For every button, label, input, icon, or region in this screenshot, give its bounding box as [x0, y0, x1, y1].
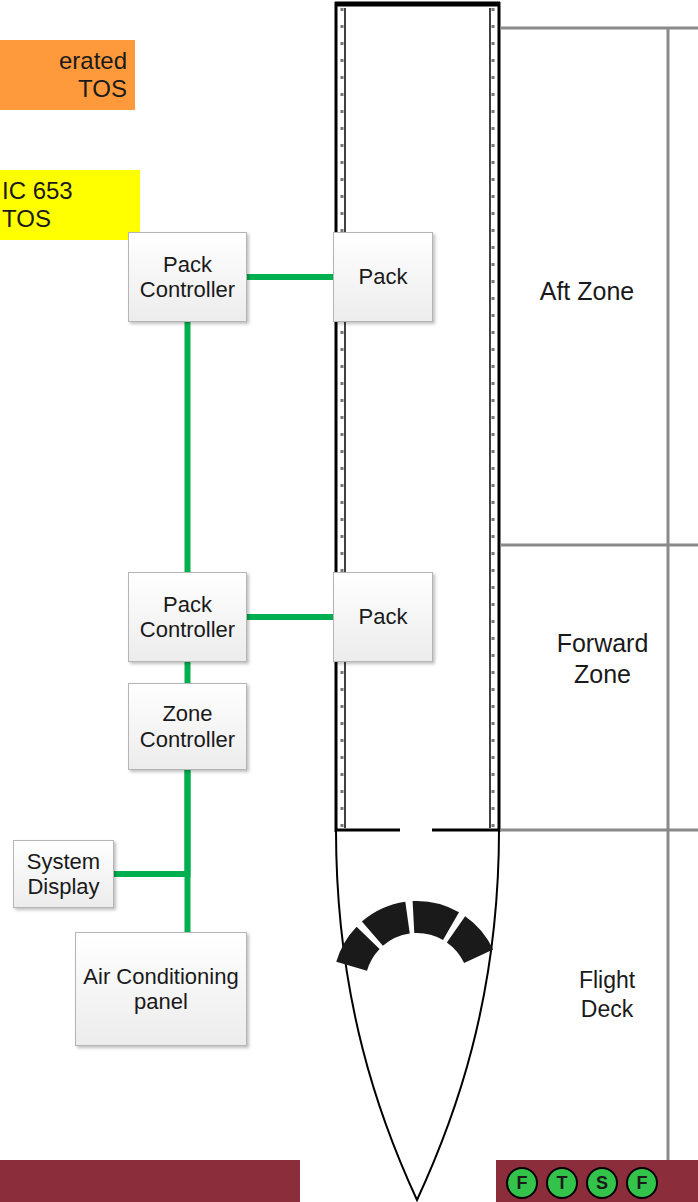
controller-box: Pack Controller [128, 232, 247, 322]
node-text: System Display [14, 849, 113, 900]
zone-label: Aft Zone [512, 276, 662, 307]
cockpit-windows [336, 901, 493, 971]
logo-letter: F [507, 1172, 537, 1195]
node-text: Pack Controller [129, 592, 246, 643]
node-text: Pack [359, 604, 408, 629]
rtos-tag: erated TOS [0, 40, 135, 110]
fuselage-wall [335, 2, 338, 832]
data-bus-line [247, 274, 333, 280]
pack-box: Pack [333, 232, 433, 322]
cockpit-window [413, 901, 459, 940]
display-box: System Display [13, 840, 114, 908]
zone-label: Flight Deck [552, 966, 662, 1024]
data-bus-line [247, 614, 333, 620]
controller-box: Zone Controller [128, 683, 247, 770]
logo-circle [507, 1168, 537, 1198]
cockpit-window [447, 916, 493, 963]
data-bus-line [114, 770, 188, 874]
node-text: IC 653 TOS [2, 177, 84, 232]
node-text: Air Conditioning panel [76, 964, 246, 1015]
cockpit-window [362, 902, 410, 946]
window-row [341, 8, 344, 828]
flight-deck-bulkhead [336, 829, 400, 832]
logo-circle [547, 1168, 577, 1198]
fuselage-top [335, 2, 500, 7]
fuselage-wall [498, 2, 501, 832]
zone-tick [500, 544, 698, 547]
zone-label: Forward Zone [540, 628, 665, 691]
flight-deck-bulkhead [432, 829, 499, 832]
panel-box: Air Conditioning panel [75, 932, 247, 1046]
logo-letter: S [587, 1172, 617, 1195]
controller-box: Pack Controller [128, 572, 247, 662]
fuselage-inner [489, 8, 491, 828]
zone-tick [500, 829, 698, 832]
rtos-tag: IC 653 TOS [0, 170, 140, 240]
logo-letter: T [547, 1172, 577, 1195]
node-text: Pack Controller [129, 252, 246, 303]
zone-tick [500, 27, 698, 30]
logo-letter: F [627, 1172, 657, 1195]
footer-bar [496, 1160, 698, 1202]
zone-scale [667, 28, 670, 1202]
logo-circle [587, 1168, 617, 1198]
node-text: Zone Controller [129, 701, 246, 752]
node-text: Pack [359, 264, 408, 289]
fuselage-inner [344, 8, 346, 828]
pack-box: Pack [333, 572, 433, 662]
data-bus-line [185, 770, 191, 932]
node-text: erated TOS [47, 47, 127, 102]
footer-bar [0, 1160, 300, 1202]
window-row [492, 8, 495, 828]
logo-circle [627, 1168, 657, 1198]
data-bus-line [185, 662, 191, 683]
aircraft-nose [336, 830, 499, 1200]
data-bus-line [185, 322, 191, 572]
